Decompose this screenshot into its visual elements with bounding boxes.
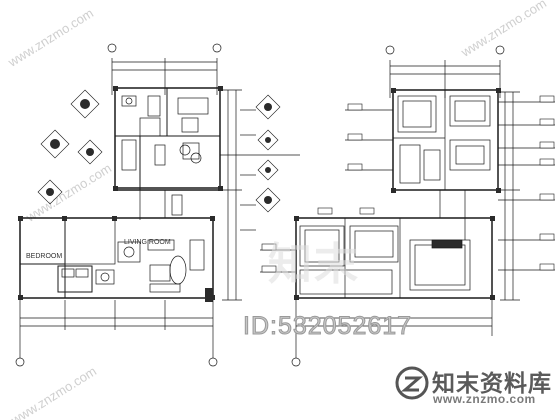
- brand-url: www.znzmo.com: [433, 392, 536, 406]
- drawing-id-label: ID:532052617: [242, 312, 413, 341]
- living-room-label: LIVING ROOM: [124, 239, 171, 246]
- left-top-dimensions: [107, 43, 222, 95]
- bedroom-label: BEDROOM: [26, 253, 62, 260]
- brand-logo-icon: [395, 366, 429, 400]
- center-watermark: 知末: [268, 239, 360, 290]
- brand-name: 知末资料库: [432, 371, 552, 397]
- decorative-tiles: [37, 89, 281, 213]
